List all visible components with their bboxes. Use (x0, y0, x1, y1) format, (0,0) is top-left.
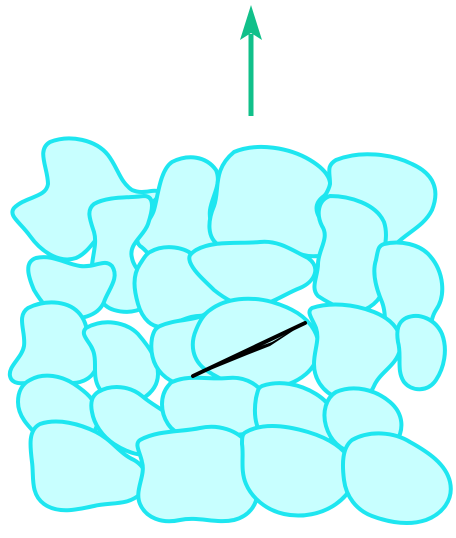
cell-cluster (10, 138, 451, 523)
cell (343, 433, 451, 523)
cell (397, 316, 445, 389)
cell (314, 196, 386, 311)
cell (193, 299, 319, 389)
up-arrow-icon (240, 5, 262, 116)
cell (309, 305, 400, 401)
cell (209, 147, 335, 256)
cell (137, 427, 256, 521)
